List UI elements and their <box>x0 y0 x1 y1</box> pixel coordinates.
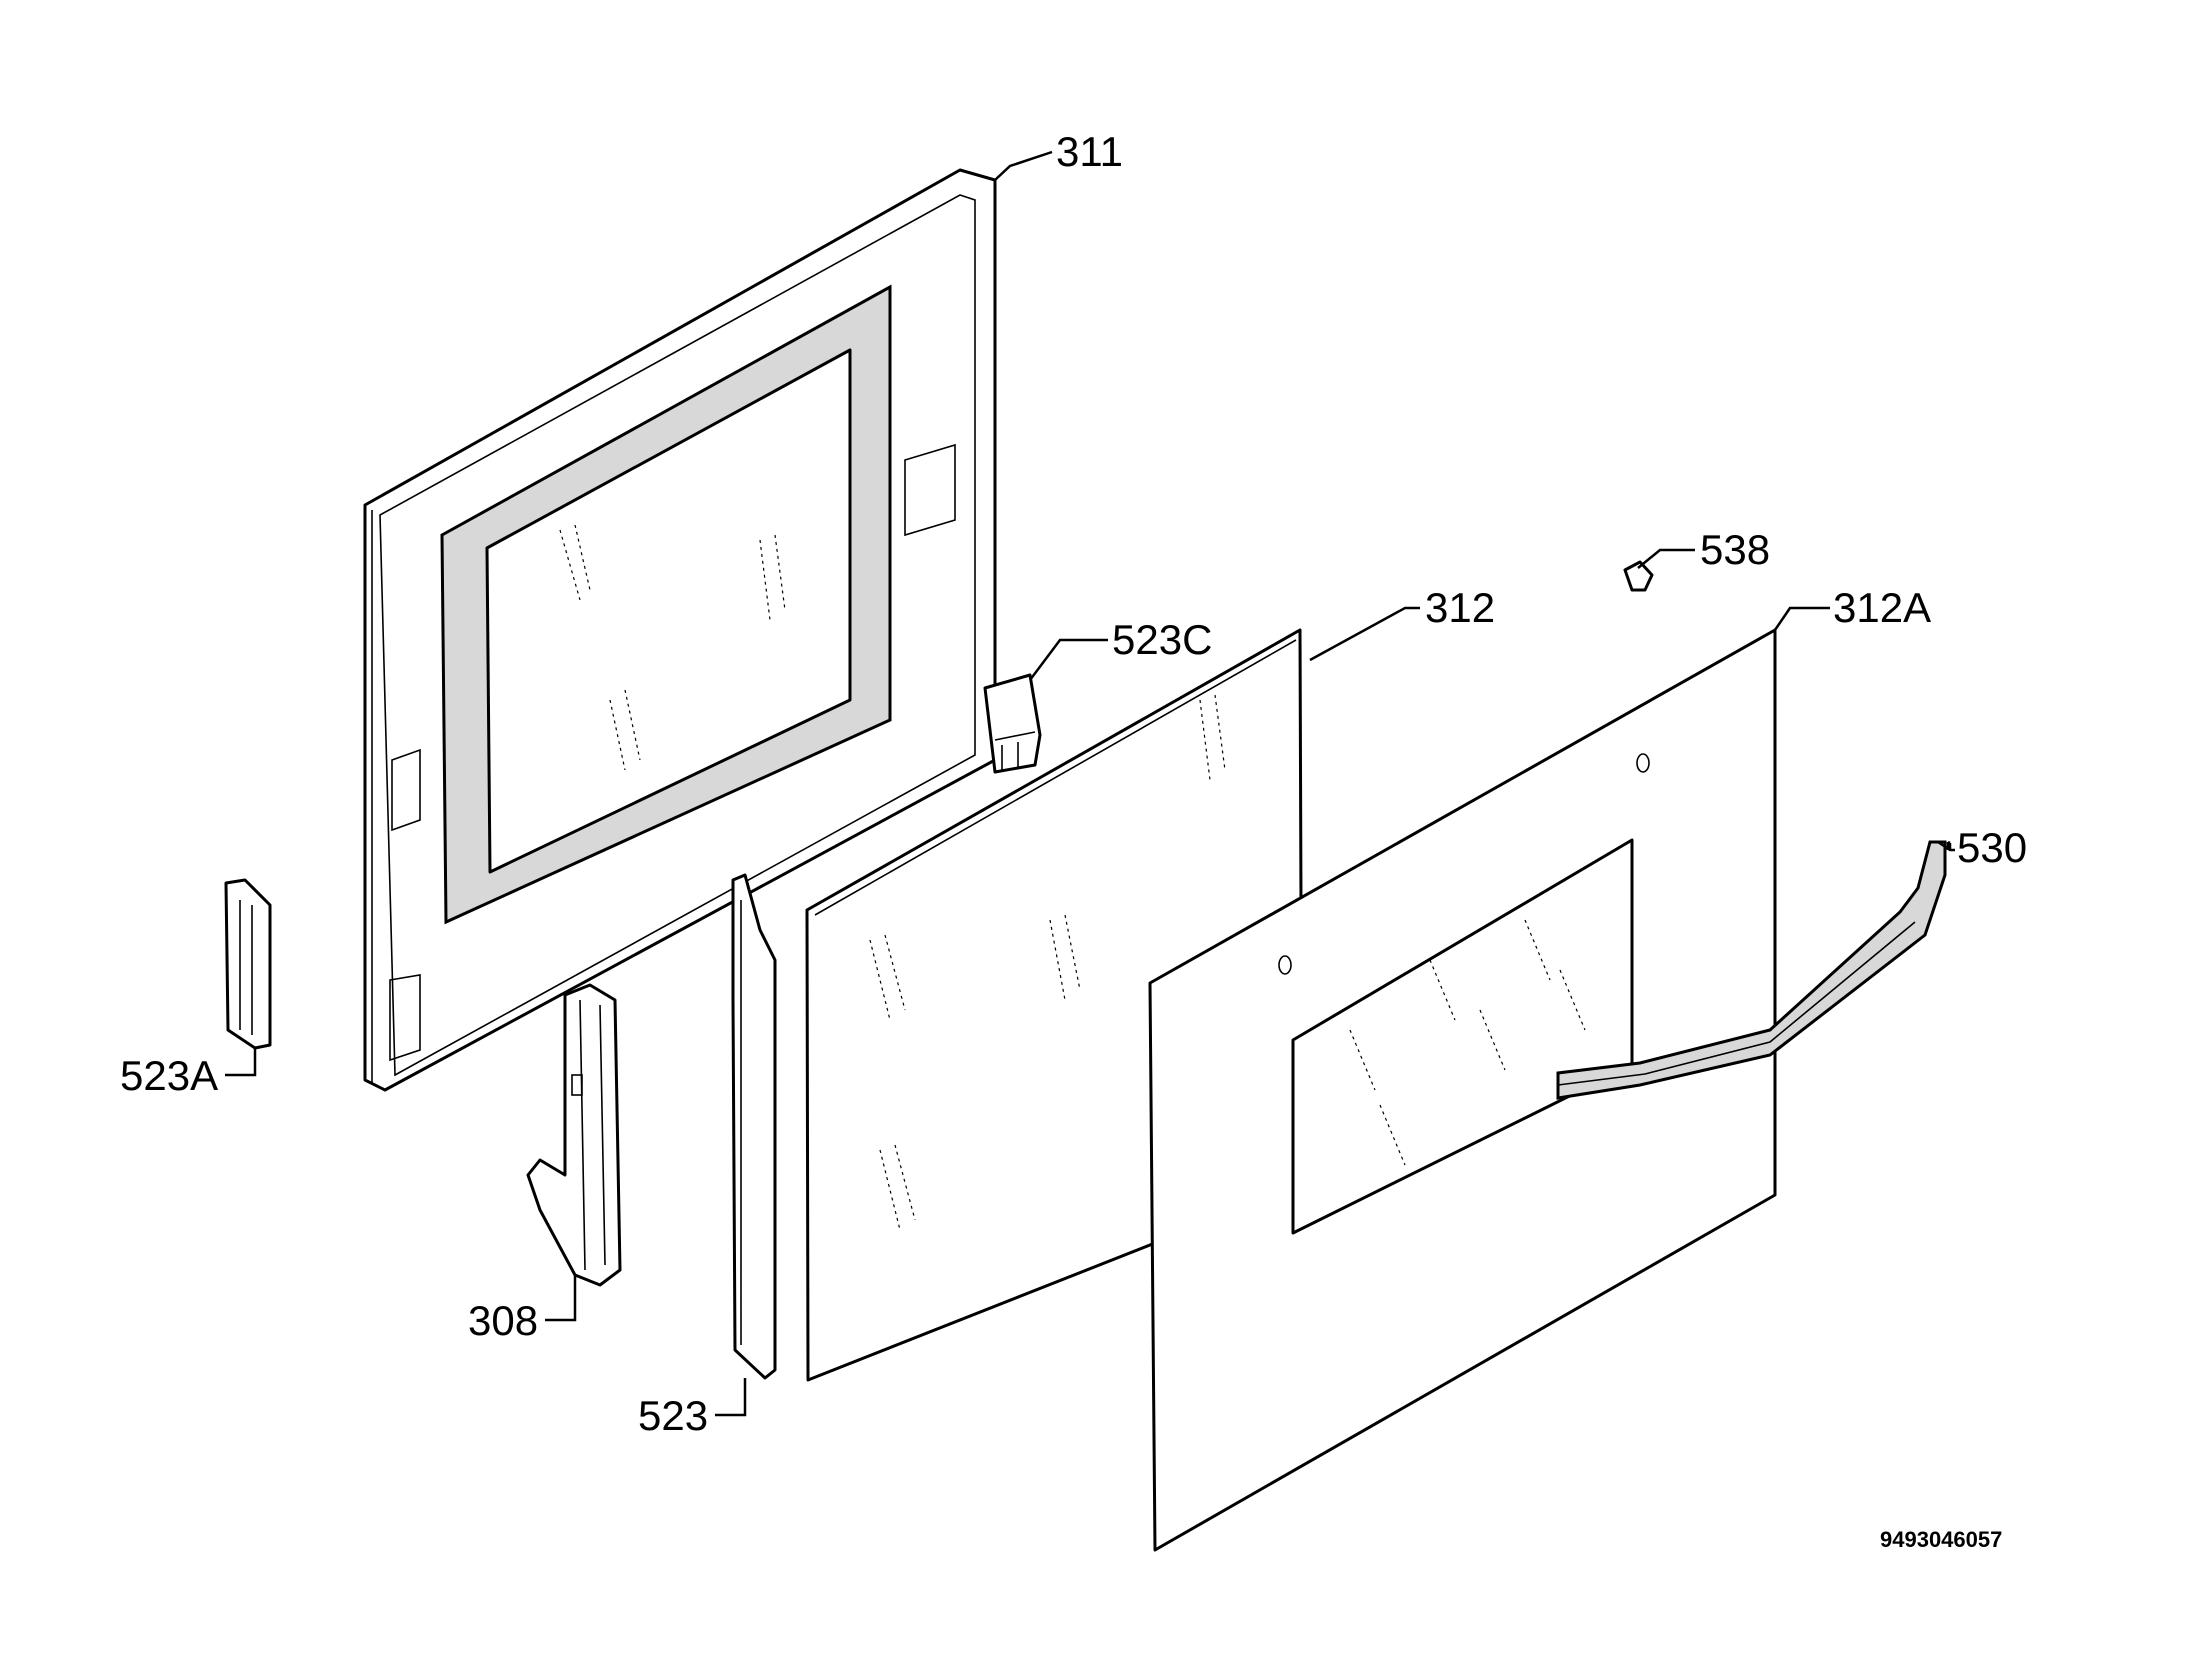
drawing-code: 9493046057 <box>1880 1527 2002 1552</box>
part-312a-outer-glass <box>1148 628 1777 1552</box>
part-523-side-strip <box>731 873 777 1380</box>
callout-538: 538 <box>1700 526 1770 573</box>
callout-312: 312 <box>1425 584 1495 631</box>
callout-523a: 523A <box>120 1052 218 1099</box>
part-311-door-frame <box>363 168 997 1092</box>
callout-523c: 523C <box>1112 616 1212 663</box>
part-308-hinge <box>526 983 622 1287</box>
part-530-handle <box>1556 840 1947 1100</box>
callout-530: 530 <box>1957 824 2027 871</box>
callout-308: 308 <box>468 1297 538 1344</box>
callout-312a: 312A <box>1833 584 1931 631</box>
callout-311: 311 <box>1056 128 1123 175</box>
part-538-screw <box>1623 560 1654 592</box>
part-523a-hinge-cover <box>224 878 272 1050</box>
leader-lines <box>225 150 1955 1417</box>
callout-523: 523 <box>638 1392 708 1439</box>
part-523c-bracket <box>983 673 1042 774</box>
